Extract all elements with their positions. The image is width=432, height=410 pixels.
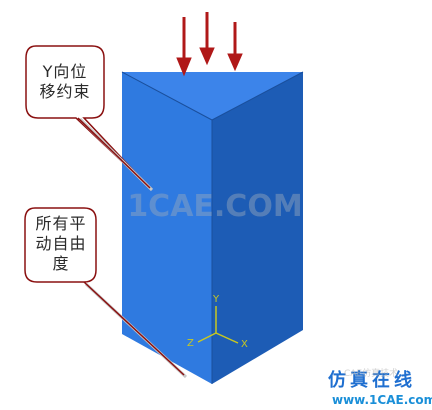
down-arrow-icon (176, 12, 243, 77)
callout-bottom-line1: 所有平 (35, 214, 87, 233)
watermark-brand-cn: 仿真在线 (328, 369, 416, 391)
callout-top-line2: 移约束 (39, 82, 91, 101)
block-side-face (212, 72, 303, 384)
watermark-brand-url: www.1CAE.com (332, 393, 432, 407)
triad-label-y: Y (212, 294, 220, 305)
block-top-face-full (122, 72, 303, 120)
callout-bottom-leader (83, 281, 185, 376)
callout-bottom-line3: 度 (52, 254, 70, 273)
triad-label-x: X (241, 339, 248, 350)
callout-top-bubble (25, 45, 151, 189)
block-front-face (122, 72, 212, 384)
triad-label-z: Z (187, 338, 194, 349)
callout-top-leader (77, 117, 151, 189)
watermark-wechat: CAE仿真技术 (344, 367, 398, 379)
callout-top-text: Y向位 移约束 (28, 62, 102, 102)
coordinate-triad-icon (197, 306, 239, 344)
callout-bottom-text: 所有平 动自由 度 (26, 214, 96, 274)
callout-top-line1: Y向位 (42, 62, 88, 81)
callout-bottom-line2: 动自由 (35, 234, 87, 253)
watermark-center: 1CAE.COM (127, 189, 302, 224)
